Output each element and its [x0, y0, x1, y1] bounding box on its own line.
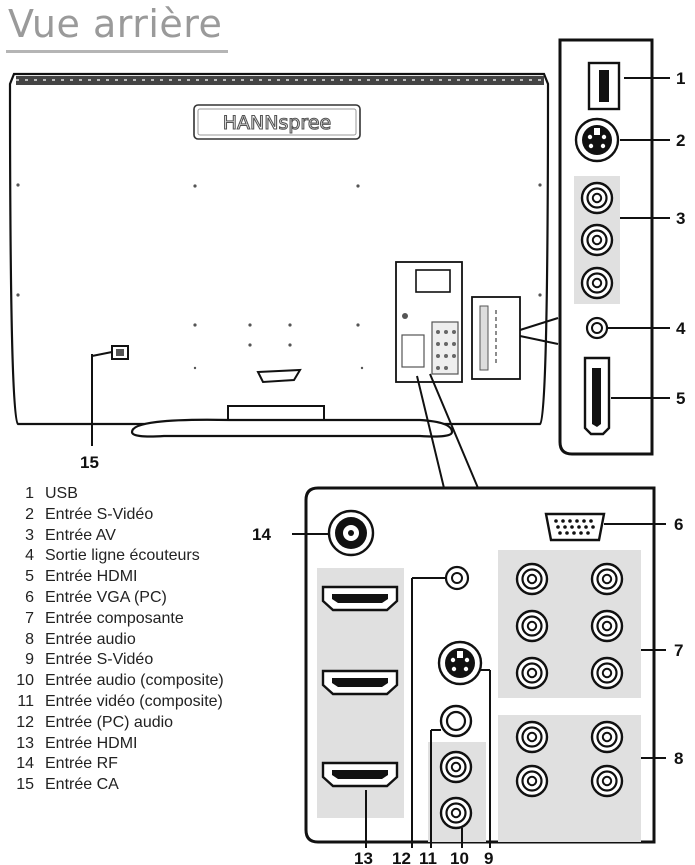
- legend-item: 12 Entrée (PC) audio: [10, 713, 224, 734]
- av-jack-icon: [580, 223, 614, 257]
- legend-label: Entrée HDMI: [45, 734, 138, 752]
- component-jack-icon: [590, 609, 624, 643]
- legend-number: 13: [16, 734, 34, 752]
- legend-item: 15 Entrée CA: [10, 775, 224, 796]
- legend-item: 10 Entrée audio (composite): [10, 671, 224, 692]
- pc-audio-jack-icon: [444, 565, 470, 591]
- legend-item: 5 Entrée HDMI: [10, 567, 224, 588]
- component-jack-icon: [515, 562, 549, 596]
- callout-7: 7: [674, 641, 683, 660]
- callout-11: 11: [419, 849, 437, 865]
- av-jack-icon: [580, 266, 614, 300]
- brand-logo: HANNspree: [193, 104, 361, 140]
- rear-connector-panel: [395, 261, 521, 383]
- component-jack-icon: [590, 562, 624, 596]
- legend-label: Entrée VGA (PC): [45, 588, 167, 606]
- legend-number: 1: [25, 485, 34, 502]
- vga-port-icon: [544, 512, 606, 542]
- callout-14: 14: [252, 525, 271, 544]
- legend-label: Entrée vidéo (composite): [45, 692, 223, 710]
- legend-number: 14: [16, 755, 34, 773]
- usb-port-icon: [587, 61, 621, 111]
- tv-rear-panel: HANNspree: [8, 72, 550, 438]
- headphone-jack-icon: [585, 316, 609, 340]
- legend-label: Entrée audio: [45, 630, 136, 648]
- legend-label: Entrée audio (composite): [45, 672, 224, 690]
- legend-item: 9 Entrée S-Vidéo: [10, 650, 224, 671]
- callout-8: 8: [674, 749, 683, 768]
- rf-input-icon: [327, 509, 375, 557]
- legend-number: 3: [25, 526, 34, 544]
- audio-jack-icon: [515, 764, 549, 798]
- legend-label: Entrée S-Vidéo: [45, 505, 154, 523]
- legend-number: 12: [16, 713, 34, 731]
- hdmi-port-icon: [321, 585, 399, 612]
- legend-label: USB: [45, 485, 78, 502]
- callout-15: 15: [80, 453, 99, 472]
- callout-4: 4: [676, 319, 686, 338]
- legend-label: Entrée (PC) audio: [45, 713, 174, 731]
- legend-number: 5: [25, 568, 34, 586]
- component-jack-icon: [515, 609, 549, 643]
- hdmi-port-icon: [321, 761, 399, 788]
- audio-jack-icon: [515, 720, 549, 754]
- callout-6: 6: [674, 515, 683, 534]
- callout-2: 2: [676, 131, 685, 150]
- legend-item: 14 Entrée RF: [10, 754, 224, 775]
- legend-label: Entrée S-Vidéo: [45, 651, 154, 669]
- svideo-port-icon: [574, 117, 620, 163]
- audio-jack-icon: [590, 720, 624, 754]
- legend-item: 1 USB: [10, 484, 224, 505]
- callout-13: 13: [354, 849, 373, 865]
- legend-number: 7: [25, 609, 34, 627]
- hdmi-port-icon: [321, 669, 399, 696]
- bottom-connector-panel: 14 6 7 8 13 12 11 10 9: [252, 373, 683, 865]
- av-jack-icon: [580, 181, 614, 215]
- legend-number: 15: [16, 776, 34, 794]
- legend-item: 8 Entrée audio: [10, 630, 224, 651]
- legend-number: 6: [25, 588, 34, 606]
- callout-5: 5: [676, 389, 685, 408]
- callout-12: 12: [392, 849, 411, 865]
- legend-label: Entrée CA: [45, 776, 119, 794]
- audio-jack-icon: [590, 764, 624, 798]
- legend-number: 4: [25, 547, 34, 565]
- legend-item: 6 Entrée VGA (PC): [10, 588, 224, 609]
- composite-video-jack-icon: [439, 704, 473, 738]
- hdmi-side-port-icon: [583, 356, 611, 436]
- legend-number: 11: [17, 692, 34, 710]
- legend-label: Entrée RF: [45, 755, 118, 773]
- legend-number: 8: [25, 630, 34, 648]
- side-connector-panel: 1 2 3 4 5: [519, 38, 686, 456]
- legend-label: Entrée AV: [45, 526, 116, 544]
- audio-jack-icon: [439, 796, 473, 830]
- legend-item: 4 Sortie ligne écouteurs: [10, 546, 224, 567]
- logo-text: HANNspree: [223, 112, 331, 134]
- legend-item: 2 Entrée S-Vidéo: [10, 505, 224, 526]
- legend-label: Entrée composante: [45, 609, 184, 627]
- legend-item: 3 Entrée AV: [10, 526, 224, 547]
- legend-label: Sortie ligne écouteurs: [45, 547, 200, 565]
- legend-number: 10: [16, 672, 34, 690]
- legend-item: 7 Entrée composante: [10, 609, 224, 630]
- legend-item: 11 Entrée vidéo (composite): [10, 692, 224, 713]
- component-jack-icon: [515, 656, 549, 690]
- component-jack-icon: [590, 656, 624, 690]
- audio-jack-icon: [439, 750, 473, 784]
- legend-item: 13 Entrée HDMI: [10, 734, 224, 755]
- tv-stand: [130, 368, 454, 438]
- svideo-input-icon: [437, 640, 483, 686]
- legend-label: Entrée HDMI: [45, 568, 138, 586]
- legend-number: 2: [25, 505, 34, 523]
- callout-9: 9: [484, 849, 493, 865]
- callout-1: 1: [676, 69, 685, 88]
- callout-3: 3: [676, 209, 685, 228]
- page-title: Vue arrière: [8, 2, 223, 46]
- callout-10: 10: [450, 849, 469, 865]
- title-underline: [6, 50, 228, 53]
- legend-number: 9: [25, 651, 34, 669]
